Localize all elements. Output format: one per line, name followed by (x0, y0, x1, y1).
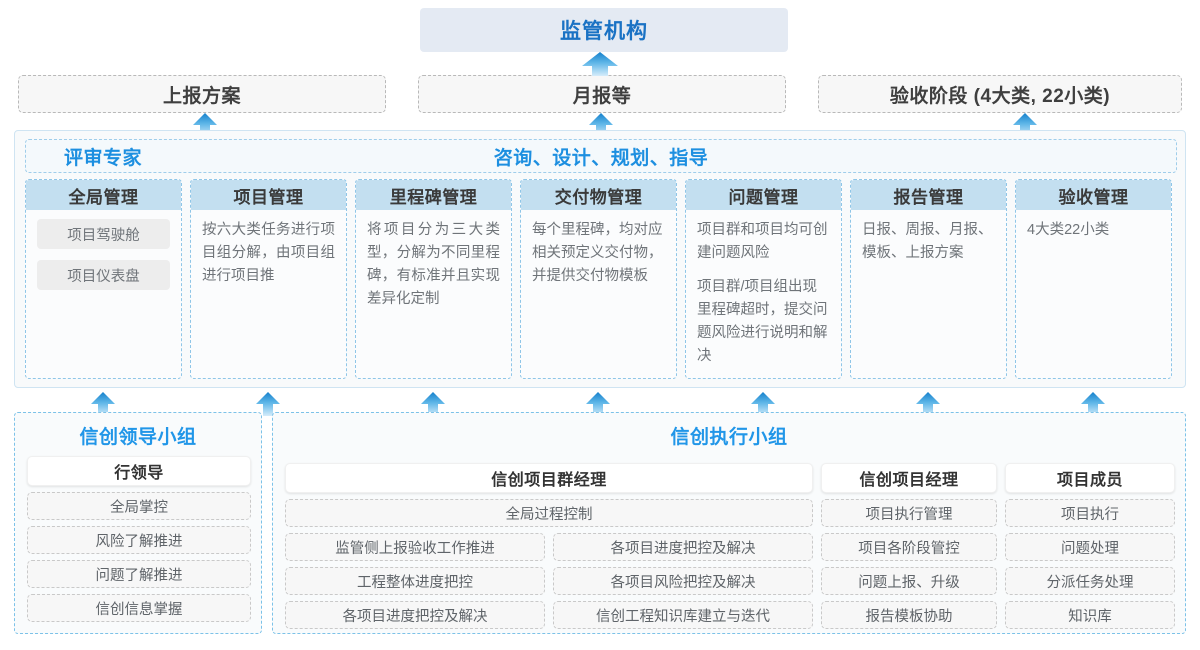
arrow-up-to-plan (193, 113, 217, 137)
list-item[interactable]: 工程整体进度把控 (285, 567, 545, 595)
list-item[interactable]: 各项目进度把控及解决 (553, 533, 813, 561)
lead-group-title: 信创领导小组 (79, 427, 197, 448)
capability-column-report-title: 报告管理 (851, 180, 1006, 210)
service-band-header: 评审专家 咨询、设计、规划、指导 (25, 139, 1177, 173)
capability-paragraph: 每个里程碑，均对应相关预定义交付物，并提供交付物模板 (532, 222, 663, 284)
list-item[interactable]: 各项目进度把控及解决 (285, 601, 545, 629)
capability-column-report: 报告管理 日报、周报、月报、模板、上报方案 (850, 179, 1007, 379)
exec-role-program-manager: 信创项目群经理 全局过程控制 监管侧上报验收工作推进 工程整体进度把控 各项目进… (285, 463, 813, 629)
list-item[interactable]: 项目执行 (1005, 499, 1175, 527)
regulator-label: 监管机构 (560, 20, 648, 43)
capability-column-issue-title: 问题管理 (686, 180, 841, 210)
list-item[interactable]: 风险了解推进 (27, 526, 251, 554)
capability-column-issue: 问题管理 项目群和项目均可创建问题风险 项目群/项目组出现里程碑超时，提交问题风… (685, 179, 842, 379)
report-box-plan: 上报方案 (18, 75, 386, 113)
capability-column-project: 项目管理 按六大类任务进行项目组分解，由项目组进行项目推 (190, 179, 347, 379)
review-expert-label: 评审专家 (64, 147, 143, 169)
list-item[interactable]: 问题处理 (1005, 533, 1175, 561)
arrow-up-column-2 (256, 392, 280, 416)
arrow-up-column-3 (421, 392, 445, 416)
capability-paragraph: 按六大类任务进行项目组分解，由项目组进行项目推 (202, 222, 335, 284)
list-item[interactable]: 全局过程控制 (285, 499, 813, 527)
list-item[interactable]: 项目各阶段管控 (821, 533, 997, 561)
list-item[interactable]: 全局掌控 (27, 492, 251, 520)
exec-role-project-manager-header[interactable]: 信创项目经理 (821, 463, 997, 493)
list-item[interactable]: 问题了解推进 (27, 560, 251, 588)
exec-group-title: 信创执行小组 (670, 427, 788, 448)
list-item[interactable]: 项目执行管理 (821, 499, 997, 527)
list-item[interactable]: 信创信息掌握 (27, 594, 251, 622)
service-band: 评审专家 咨询、设计、规划、指导 全局管理 项目驾驶舱 项目仪表盘 项目管理 按… (14, 130, 1186, 388)
capability-paragraph: 日报、周报、月报、模板、上报方案 (862, 222, 993, 261)
capability-paragraph: 4大类22小类 (1027, 222, 1110, 238)
regulator-box: 监管机构 (420, 8, 788, 52)
capability-column-global-title: 全局管理 (26, 180, 181, 210)
lead-group-panel: 信创领导小组 行领导 全局掌控 风险了解推进 问题了解推进 信创信息掌握 (14, 412, 262, 634)
report-box-monthly: 月报等 (418, 75, 786, 113)
report-box-acceptance-label: 验收阶段 (4大类, 22小类) (889, 85, 1111, 107)
capability-paragraph: 项目群和项目均可创建问题风险 (697, 222, 828, 261)
arrow-up-column-6 (916, 392, 940, 416)
exec-role-program-manager-header[interactable]: 信创项目群经理 (285, 463, 813, 493)
exec-role-project-member: 项目成员 项目执行 问题处理 分派任务处理 知识库 (1005, 463, 1175, 629)
capability-column-deliverable: 交付物管理 每个里程碑，均对应相关预定义交付物，并提供交付物模板 (520, 179, 677, 379)
capability-column-global: 全局管理 项目驾驶舱 项目仪表盘 (25, 179, 182, 379)
list-item[interactable]: 信创工程知识库建立与迭代 (553, 601, 813, 629)
capability-column-acceptance-title: 验收管理 (1016, 180, 1171, 210)
arrow-up-column-4 (586, 392, 610, 416)
exec-role-project-member-header[interactable]: 项目成员 (1005, 463, 1175, 493)
report-box-acceptance: 验收阶段 (4大类, 22小类) (818, 75, 1182, 113)
arrow-up-to-monthly (589, 113, 613, 137)
exec-group-panel: 信创执行小组 信创项目群经理 全局过程控制 监管侧上报验收工作推进 工程整体进度… (272, 412, 1186, 634)
capability-paragraph: 将项目分为三大类型，分解为不同里程碑，有标准并且实现差异化定制 (367, 222, 500, 307)
list-item[interactable]: 各项目风险把控及解决 (553, 567, 813, 595)
capability-column-milestone-title: 里程碑管理 (356, 180, 511, 210)
capability-column-project-title: 项目管理 (191, 180, 346, 210)
lead-group-role-header[interactable]: 行领导 (27, 456, 251, 486)
arrow-up-to-acceptance (1013, 113, 1037, 137)
arrow-up-to-regulator (582, 52, 618, 76)
report-box-plan-label: 上报方案 (162, 85, 241, 107)
list-item[interactable]: 监管侧上报验收工作推进 (285, 533, 545, 561)
consulting-label: 咨询、设计、规划、指导 (493, 147, 709, 169)
capability-column-deliverable-title: 交付物管理 (521, 180, 676, 210)
list-item[interactable]: 问题上报、升级 (821, 567, 997, 595)
list-item[interactable]: 知识库 (1005, 601, 1175, 629)
capability-chip: 项目仪表盘 (37, 260, 170, 290)
arrow-up-column-1 (91, 392, 115, 416)
exec-role-project-manager: 信创项目经理 项目执行管理 项目各阶段管控 问题上报、升级 报告模板协助 (821, 463, 997, 629)
list-item[interactable]: 报告模板协助 (821, 601, 997, 629)
arrow-up-column-7 (1081, 392, 1105, 416)
list-item[interactable]: 分派任务处理 (1005, 567, 1175, 595)
capability-paragraph: 项目群/项目组出现里程碑超时，提交问题风险进行说明和解决 (697, 279, 828, 364)
capability-chip: 项目驾驶舱 (37, 219, 170, 249)
report-box-monthly-label: 月报等 (572, 85, 632, 107)
capability-column-milestone: 里程碑管理 将项目分为三大类型，分解为不同里程碑，有标准并且实现差异化定制 (355, 179, 512, 379)
capability-column-acceptance: 验收管理 4大类22小类 (1015, 179, 1172, 379)
arrow-up-column-5 (751, 392, 775, 416)
